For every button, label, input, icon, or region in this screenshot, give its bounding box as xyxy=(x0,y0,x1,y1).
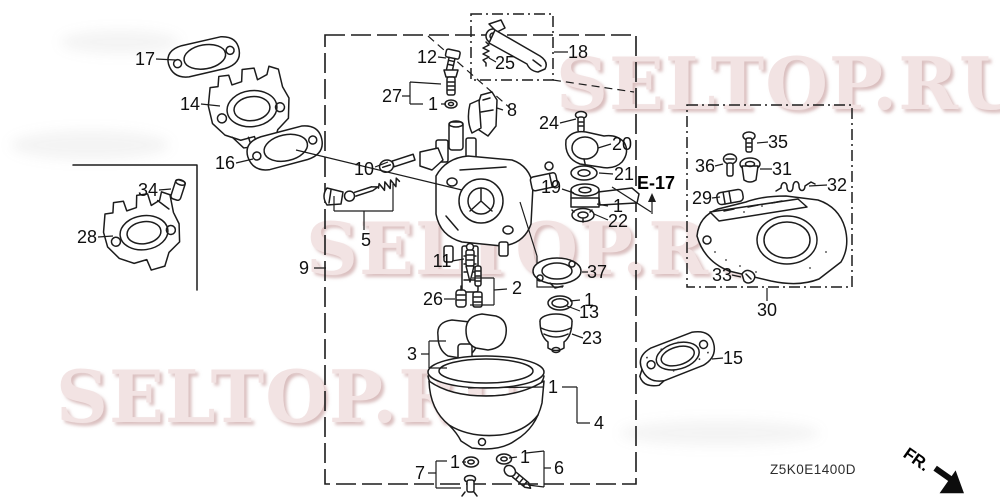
part-5-pilot-screw-drawing xyxy=(323,177,401,206)
callout-15: 15 xyxy=(723,348,743,368)
callout-24: 24 xyxy=(539,113,559,133)
part-13-oring-drawing xyxy=(547,295,573,311)
callout-1: 1 xyxy=(613,196,623,216)
callout-8: 8 xyxy=(507,100,517,120)
part-30-control-stay-drawing xyxy=(696,195,848,285)
callout-34: 34 xyxy=(138,180,158,200)
callout-31: 31 xyxy=(772,159,792,179)
part-7-bolt-set-drawing xyxy=(461,456,480,497)
main-carburetor-box xyxy=(324,34,637,485)
callout-17: 17 xyxy=(135,49,155,69)
insulator-group-bracket xyxy=(72,164,198,291)
callout-16: 16 xyxy=(215,153,235,173)
part-23-cup-drawing xyxy=(539,313,573,354)
callout-7: 7 xyxy=(415,463,425,483)
callout-26: 26 xyxy=(423,289,443,309)
part-24-bolt-drawing xyxy=(574,110,588,133)
part-26-main-jet-drawing xyxy=(455,285,467,308)
part-8-choke-drawing xyxy=(467,91,498,137)
front-direction-indicator: FR. xyxy=(900,444,964,494)
part-18-throttle-lever-drawing xyxy=(485,19,547,73)
part-27-bolt-drawing xyxy=(443,69,459,96)
detail-box-control-stay xyxy=(686,104,853,288)
part-14-insulator-drawing xyxy=(207,65,290,149)
part-32-spring-drawing xyxy=(775,180,816,193)
part-16-gasket-drawing xyxy=(246,125,323,171)
part-25-spring-drawing xyxy=(482,41,490,67)
callout-10: 10 xyxy=(354,159,374,179)
part-15-gasket-drawing xyxy=(639,331,716,387)
callout-1: 1 xyxy=(450,452,460,472)
callout-25: 25 xyxy=(495,53,515,73)
part-36-screw-drawing xyxy=(722,153,738,177)
paper-smudge xyxy=(60,30,180,54)
fr-label: FR. xyxy=(900,444,933,475)
callout-32: 32 xyxy=(827,175,847,195)
part-34-pin-drawing xyxy=(170,178,187,202)
callout-9: 9 xyxy=(299,258,309,278)
callout-27: 27 xyxy=(382,86,402,106)
part-4-float-bowl-drawing xyxy=(427,355,545,450)
callout-19: 19 xyxy=(541,177,561,197)
callout-4: 4 xyxy=(594,413,604,433)
part-31-joint-nut-drawing xyxy=(739,157,761,183)
watermark-text: SELTOP.RU xyxy=(556,41,1000,126)
reference-e17-arrow xyxy=(611,186,656,214)
part-21-washer-drawing xyxy=(570,165,598,181)
callout-18: 18 xyxy=(568,42,588,62)
callout-1: 1 xyxy=(548,377,558,397)
callout-3: 3 xyxy=(407,344,417,364)
callout-1: 1 xyxy=(520,447,530,467)
paper-smudge xyxy=(10,130,170,160)
callout-36: 36 xyxy=(695,156,715,176)
part-1-nut-drawing xyxy=(444,99,458,109)
callout-14: 14 xyxy=(180,94,200,114)
part-2-jet-set-drawing xyxy=(472,265,483,308)
part-6-drain-screw-set-drawing xyxy=(495,453,532,489)
callout-33: 33 xyxy=(712,265,732,285)
part-11-float-valve-drawing xyxy=(465,242,475,283)
part-12-screw-drawing xyxy=(444,48,461,72)
callout-6: 6 xyxy=(554,458,564,478)
part-19-fuel-joint-drawing xyxy=(570,183,640,208)
callout-5: 5 xyxy=(361,230,371,250)
detail-connector-line xyxy=(427,35,511,109)
reference-e17-label: E-17 xyxy=(637,173,675,193)
diagram-code: Z5K0E1400D xyxy=(770,462,857,477)
part-22-nut-drawing xyxy=(571,207,595,223)
part-29-clamp-drawing xyxy=(716,188,744,206)
part-28-spacer-drawing xyxy=(102,191,181,271)
callout-11: 11 xyxy=(433,251,452,271)
callout-2: 2 xyxy=(512,278,522,298)
detail-connector-line xyxy=(552,79,635,93)
fr-arrow-icon xyxy=(933,465,964,494)
callout-1: 1 xyxy=(584,290,594,310)
leader-lines xyxy=(97,51,828,489)
part-37-packing-drawing xyxy=(532,257,582,289)
callout-23: 23 xyxy=(582,328,602,348)
paper-smudge xyxy=(620,420,820,446)
callout-35: 35 xyxy=(768,132,788,152)
callout-28: 28 xyxy=(77,227,97,247)
callout-13: 13 xyxy=(579,302,599,322)
callout-29: 29 xyxy=(692,188,712,208)
callout-37: 37 xyxy=(587,262,607,282)
part-35-screw-drawing xyxy=(742,131,756,153)
part-33-clip-drawing xyxy=(741,269,756,284)
callout-12: 12 xyxy=(417,47,437,67)
callout-30: 30 xyxy=(757,300,777,320)
callout-20: 20 xyxy=(612,134,632,154)
callout-21: 21 xyxy=(614,164,634,184)
callout-1: 1 xyxy=(428,94,438,114)
detail-box-throttle-lever xyxy=(470,13,554,81)
callout-22: 22 xyxy=(608,211,628,231)
part-17-gasket-drawing xyxy=(167,36,241,78)
